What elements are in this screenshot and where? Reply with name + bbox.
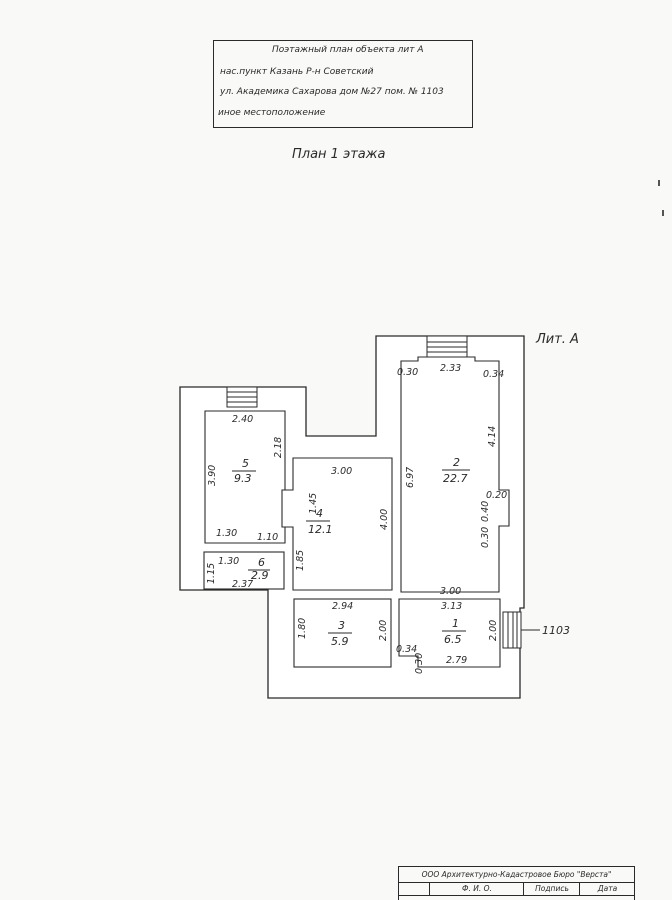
- svg-text:6.5: 6.5: [444, 633, 462, 646]
- svg-text:0.40: 0.40: [480, 501, 491, 522]
- svg-text:3.00: 3.00: [440, 586, 461, 597]
- svg-text:2: 2: [453, 456, 460, 469]
- svg-text:3: 3: [338, 619, 345, 632]
- svg-text:1.30: 1.30: [218, 556, 239, 567]
- room-6-label: 6 2.9: [248, 556, 270, 582]
- svg-text:1: 1: [452, 617, 459, 630]
- stamp-col-date: Дата: [579, 882, 635, 895]
- room-1: [398, 598, 501, 668]
- svg-text:5.9: 5.9: [331, 635, 349, 648]
- svg-text:3.90: 3.90: [207, 465, 218, 486]
- header-title: Поэтажный план объекта лит А: [272, 45, 424, 55]
- svg-text:22.7: 22.7: [443, 472, 468, 485]
- svg-text:2.33: 2.33: [440, 363, 461, 374]
- header-locality: нас.пункт Казань Р-н Советский: [220, 67, 374, 77]
- stamp-header-row: Ф. И. О. Подпись Дата: [399, 882, 634, 896]
- plan-title: План 1 этажа: [292, 147, 386, 162]
- svg-text:4.14: 4.14: [487, 426, 498, 447]
- room-2-label: 2 22.7: [442, 456, 470, 485]
- stamp-col-fio: Ф. И. О.: [429, 882, 524, 895]
- svg-text:0.34: 0.34: [396, 644, 417, 655]
- svg-text:1.30: 1.30: [216, 528, 237, 539]
- room-4-label: 4 12.1: [306, 507, 333, 536]
- svg-text:1.80: 1.80: [297, 618, 308, 639]
- svg-text:2.9: 2.9: [251, 569, 269, 582]
- svg-text:2.79: 2.79: [446, 655, 467, 666]
- room-3-label: 3 5.9: [328, 619, 352, 648]
- stamp-col-sign: Подпись: [523, 882, 580, 895]
- svg-text:5: 5: [242, 457, 249, 470]
- svg-text:3.13: 3.13: [441, 601, 462, 612]
- header-address: ул. Академика Сахарова дом №27 пом. № 11…: [220, 87, 444, 97]
- svg-text:1.10: 1.10: [257, 532, 278, 543]
- svg-text:1.45: 1.45: [308, 493, 319, 514]
- svg-text:2.37: 2.37: [232, 579, 253, 590]
- dimension-labels: 2.40 2.18 3.90 1.30 1.10 1.30 1.15 2.37 …: [206, 363, 507, 674]
- edge-mark: [662, 210, 664, 216]
- svg-text:0.34: 0.34: [483, 369, 504, 380]
- svg-text:0.30: 0.30: [480, 527, 491, 548]
- unit-label: 1103: [542, 624, 570, 637]
- header-location: иное местоположение: [218, 108, 326, 118]
- stamp-organization: ООО Архитектурно-Кадастровое Бюро "Верст…: [399, 867, 634, 883]
- svg-text:2.40: 2.40: [232, 414, 253, 425]
- header-box: Поэтажный план объекта лит А нас.пункт К…: [213, 40, 473, 128]
- room-2: [400, 356, 510, 593]
- svg-text:9.3: 9.3: [234, 472, 252, 485]
- room-4: [281, 457, 393, 591]
- svg-text:2.00: 2.00: [488, 620, 499, 641]
- svg-text:4.00: 4.00: [379, 509, 390, 530]
- stair-right: [502, 611, 540, 649]
- edge-mark: [658, 180, 660, 186]
- svg-text:0.30: 0.30: [397, 367, 418, 378]
- svg-text:0.30: 0.30: [414, 653, 425, 674]
- building-label: Лит. А: [536, 332, 579, 347]
- svg-text:12.1: 12.1: [308, 523, 333, 536]
- svg-text:2.94: 2.94: [332, 601, 353, 612]
- svg-text:6: 6: [258, 556, 265, 569]
- stair-top-right: [426, 335, 468, 359]
- stair-top-left: [226, 386, 258, 408]
- room-1-label: 1 6.5: [442, 617, 466, 646]
- svg-text:2.18: 2.18: [273, 437, 284, 458]
- svg-text:3.00: 3.00: [331, 466, 352, 477]
- room-5-label: 5 9.3: [232, 457, 256, 485]
- svg-text:1.85: 1.85: [295, 550, 306, 571]
- room-5: [204, 410, 286, 544]
- room-6: [203, 551, 285, 590]
- svg-text:4: 4: [316, 507, 323, 520]
- svg-text:0.20: 0.20: [486, 490, 507, 501]
- svg-text:6.97: 6.97: [405, 467, 416, 488]
- svg-text:1.15: 1.15: [206, 563, 217, 584]
- title-block: ООО Архитектурно-Кадастровое Бюро "Верст…: [398, 866, 635, 900]
- svg-text:2.00: 2.00: [378, 620, 389, 641]
